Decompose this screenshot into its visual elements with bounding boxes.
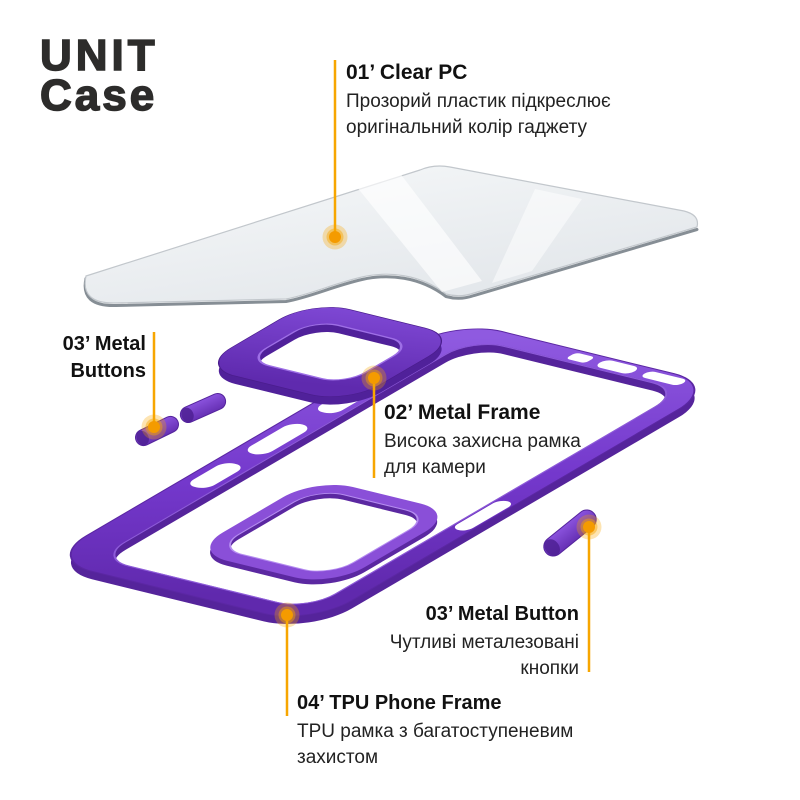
camera-cutout-highlight [229, 492, 419, 572]
desc-line: кнопки [520, 658, 579, 679]
side-button-cutout [454, 500, 512, 531]
button-end-cap [544, 539, 560, 556]
desc-line: TPU рамка з багатоступеневим [297, 721, 574, 742]
speaker-cutout [642, 371, 686, 386]
dot-metal-frame [361, 365, 387, 391]
callout-metal-buttons-title: 03’ Metal Buttons [30, 331, 146, 385]
camera-frame-ring [197, 299, 463, 412]
plate-reflection [492, 189, 582, 283]
button-end-cap [181, 407, 194, 423]
speaker-cutout [597, 360, 638, 374]
brand-logo-line1: UNIT [39, 31, 159, 80]
camera-frame-inner-highlight [257, 323, 403, 381]
callout-metal-frame-desc: Висока захисна рамка для камери [384, 429, 644, 481]
desc-line: захистом [297, 747, 379, 768]
clear-pc-plate [83, 165, 699, 308]
callout-metal-button-title: 03’ Metal Button [425, 603, 579, 625]
speaker-cutout [567, 353, 594, 363]
callout-tpu-frame-title: 04’ TPU Phone Frame [297, 692, 502, 714]
tpu-frame-inner-rim [113, 344, 668, 605]
callout-clear-pc: 01’ Clear PC Прозорий пластик підкреслює… [346, 60, 646, 141]
callout-metal-button-desc: Чутливі металезовані кнопки [339, 630, 579, 682]
brand-logo: UNIT Case [39, 31, 159, 120]
brand-logo-line2: Case [39, 71, 158, 120]
callout-tpu-frame-desc: TPU рамка з багатоступеневим захистом [297, 719, 587, 771]
camera-frame-body [197, 299, 463, 405]
callout-metal-frame-title: 02’ Metal Frame [384, 401, 541, 424]
callout-clear-pc-title: 01’ Clear PC [346, 61, 468, 84]
tpu-phone-frame [44, 319, 722, 633]
callout-metal-buttons: 03’ Metal Buttons [30, 331, 146, 385]
callout-dots [141, 224, 602, 628]
callout-tpu-frame: 04’ TPU Phone Frame TPU рамка з багатост… [297, 691, 587, 771]
desc-line: Чутливі металезовані [389, 632, 579, 653]
dot-clear-pc [322, 224, 348, 250]
desc-line: для камери [384, 457, 486, 479]
callout-metal-button: 03’ Metal Button Чутливі металезовані кн… [339, 602, 579, 682]
callout-clear-pc-desc: Прозорий пластик підкреслює оригінальний… [346, 89, 646, 141]
dot-metal-buttons [141, 414, 167, 440]
plate-edge-shadow [83, 228, 699, 308]
desc-line: Прозорий пластик підкреслює [346, 91, 611, 113]
callout-leaders [152, 60, 591, 716]
title-line: 03’ Metal [62, 333, 146, 355]
slot-cutout [190, 463, 241, 488]
slot-cutout [247, 423, 308, 455]
callout-metal-frame: 02’ Metal Frame Висока захисна рамка для… [384, 400, 644, 481]
dot-tpu-frame [274, 602, 300, 628]
button-end-cap [136, 430, 149, 446]
desc-line: Висока захисна рамка [384, 431, 581, 453]
desc-line: оригінальний колір гаджету [346, 117, 587, 139]
metal-button-left-2 [179, 392, 227, 424]
title-line: Buttons [70, 360, 146, 382]
plate-reflection [352, 168, 482, 292]
dot-metal-button [576, 514, 602, 540]
metal-button-right [543, 509, 597, 557]
